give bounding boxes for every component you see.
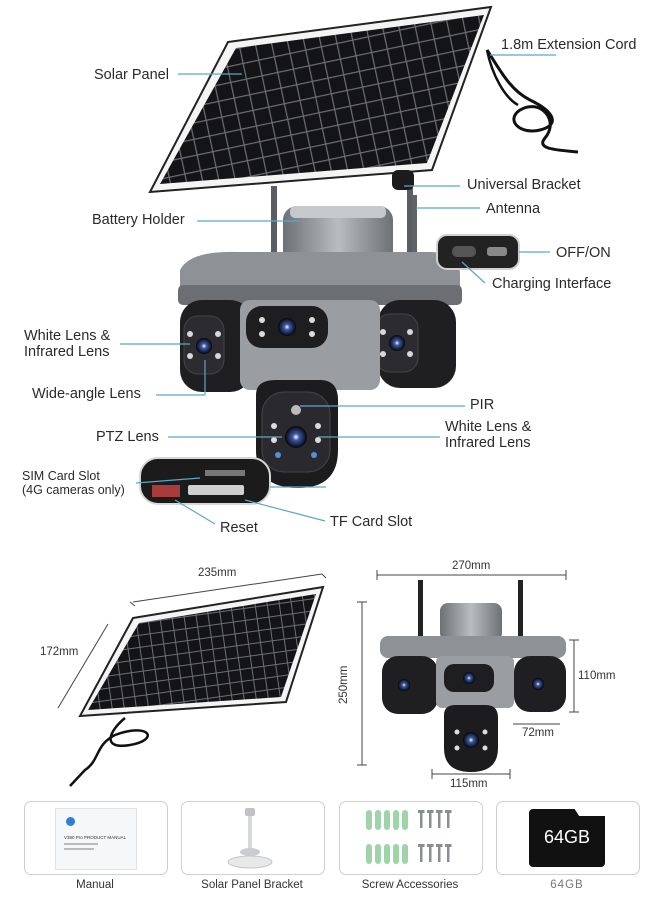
label-solar-panel: Solar Panel bbox=[94, 67, 169, 83]
solar-panel bbox=[148, 5, 493, 194]
label-extension-cord: 1.8m Extension Cord bbox=[501, 37, 637, 53]
label-universal-bracket: Universal Bracket bbox=[467, 177, 581, 193]
camera-small bbox=[380, 580, 566, 772]
caption-manual: Manual bbox=[76, 879, 114, 891]
dim-camera-height: 250mm bbox=[338, 665, 350, 704]
leader-lines bbox=[120, 54, 556, 525]
dim-bottom-width: 115mm bbox=[450, 778, 488, 790]
sd-card-icon: 64GB bbox=[529, 809, 605, 867]
caption-sd-card: 64GB bbox=[550, 879, 584, 891]
dimension-lines bbox=[57, 570, 579, 779]
label-ptz-lens: PTZ Lens bbox=[96, 429, 159, 445]
label-reset: Reset bbox=[220, 520, 258, 536]
accessory-manual: V380 Pro PRODUCT MANUAL bbox=[24, 801, 168, 875]
label-pir: PIR bbox=[470, 397, 495, 413]
label-off-on: OFF/ON bbox=[556, 245, 611, 261]
accessory-bracket bbox=[181, 801, 325, 875]
dim-side-width: 72mm bbox=[522, 727, 554, 739]
dim-camera-width: 270mm bbox=[452, 560, 491, 572]
sim-slot-inset bbox=[139, 457, 271, 505]
accessory-screws bbox=[339, 801, 483, 875]
screws-icon bbox=[366, 810, 452, 864]
label-white-lens-left-1: White Lens & bbox=[24, 328, 111, 344]
manual-title: V380 Pro PRODUCT MANUAL bbox=[64, 835, 127, 840]
bracket-icon bbox=[227, 808, 273, 869]
sd-card-label: 64GB bbox=[543, 827, 591, 847]
label-antenna: Antenna bbox=[486, 201, 541, 217]
antenna-rod bbox=[412, 195, 417, 265]
label-white-lens-left-2: Infrared Lens bbox=[24, 344, 110, 360]
label-charging-interface: Charging Interface bbox=[492, 276, 612, 292]
label-sim-slot-1: SIM Card Slot bbox=[22, 469, 100, 483]
label-sim-slot-2: (4G cameras only) bbox=[22, 483, 125, 497]
manual-icon: V380 Pro PRODUCT MANUAL bbox=[55, 808, 137, 870]
pir-sensor bbox=[291, 405, 301, 415]
label-white-lens-right-2: Infrared Lens bbox=[445, 435, 531, 451]
universal-bracket-joint bbox=[392, 170, 414, 190]
dim-panel-height: 172mm bbox=[40, 646, 79, 658]
dim-panel-width: 235mm bbox=[198, 567, 237, 579]
solar-panel-small bbox=[69, 585, 325, 787]
accessory-sd-card: 64GB bbox=[496, 801, 640, 875]
extension-cord bbox=[485, 49, 579, 154]
caption-bracket: Solar Panel Bracket bbox=[201, 879, 303, 891]
caption-screws: Screw Accessories bbox=[361, 879, 459, 891]
label-tf-slot: TF Card Slot bbox=[330, 514, 413, 530]
switch-inset bbox=[436, 234, 520, 270]
label-white-lens-right-1: White Lens & bbox=[445, 419, 532, 435]
label-wide-angle-lens: Wide-angle Lens bbox=[32, 386, 141, 402]
dim-side-height: 110mm bbox=[578, 670, 616, 682]
label-battery-holder: Battery Holder bbox=[92, 212, 185, 228]
camera-main bbox=[178, 206, 462, 488]
